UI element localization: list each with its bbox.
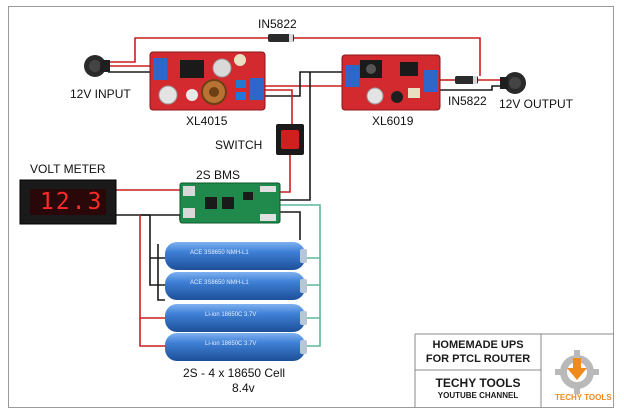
wire-red-bat-left xyxy=(139,215,165,319)
wire-teal-1 xyxy=(280,204,321,259)
diode-right-label: IN5822 xyxy=(448,94,487,108)
wire-red-top xyxy=(108,37,268,63)
wire-black-out xyxy=(440,85,502,91)
voltmeter-label: VOLT METER xyxy=(30,162,106,176)
voltmeter-reading: 12.3 xyxy=(40,189,104,215)
wire-black-bus xyxy=(140,214,181,220)
xl4015-module-icon xyxy=(149,51,266,111)
switch-icon xyxy=(276,124,304,155)
logo-text: TECHY TOOLS xyxy=(555,393,612,402)
xl6019-module-icon xyxy=(341,54,441,111)
wire-teal-3 xyxy=(305,285,321,319)
wire-black-bat-left2 xyxy=(149,258,165,286)
battery-pack xyxy=(165,242,307,361)
battery-cell-1-text: ACE 3S8650 NMH-L1 xyxy=(190,250,249,256)
battery-voltage-label: 8.4v xyxy=(232,381,255,395)
techy-tools-logo-icon xyxy=(555,350,599,394)
battery-cell-4-text: Li-ion 18650C 3.7V xyxy=(205,341,257,347)
bms-board-icon xyxy=(179,182,281,224)
diode-top-icon xyxy=(268,34,294,42)
switch-label: SWITCH xyxy=(215,138,263,152)
input-label: 12V INPUT xyxy=(70,87,131,101)
bms-label: 2S BMS xyxy=(196,168,241,182)
wire-red-switch-bms xyxy=(280,155,291,193)
wires xyxy=(108,37,502,347)
voltmeter-icon xyxy=(19,179,117,225)
battery-cell-3-text: Li-ion 18650C 3.7V xyxy=(205,312,257,318)
wire-black-down xyxy=(280,72,311,201)
wire-red-switch xyxy=(265,89,293,125)
battery-cell-4 xyxy=(165,333,307,361)
battery-cell-3 xyxy=(165,304,307,332)
battery-pack-label: 2S - 4 x 18650 Cell xyxy=(183,366,286,380)
wire-black-mid xyxy=(265,71,342,97)
diode-right-icon xyxy=(455,76,478,84)
wire-teal-2 xyxy=(305,258,321,286)
title-line-1: HOMEMADE UPS xyxy=(432,339,524,351)
diagram-frame xyxy=(8,6,614,408)
title-line-4: YOUTUBE CHANNEL xyxy=(437,391,519,400)
title-block: HOMEMADE UPS FOR PTCL ROUTER TECHY TOOLS… xyxy=(415,334,541,406)
wire-red-bat-left2 xyxy=(139,318,165,347)
input-jack-icon xyxy=(84,55,110,77)
title-block-border xyxy=(414,333,614,408)
diode-top-label: IN5822 xyxy=(258,17,297,31)
title-line-3: TECHY TOOLS xyxy=(435,376,521,390)
battery-cell-1 xyxy=(165,242,307,270)
wire-black-bat-mid xyxy=(157,244,165,301)
battery-cell-2-text: ACE 3S8650 NMH-L1 xyxy=(190,280,249,286)
battery-cell-2 xyxy=(165,272,307,300)
wire-black-bms-bat xyxy=(280,211,301,240)
wire-teal-4 xyxy=(305,318,321,347)
xl4015-label: XL4015 xyxy=(186,114,228,128)
title-line-2: FOR PTCL ROUTER xyxy=(425,353,531,365)
xl6019-label: XL6019 xyxy=(372,114,414,128)
output-jack-icon xyxy=(500,72,526,94)
wire-red-top-right xyxy=(294,37,481,76)
output-label: 12V OUTPUT xyxy=(499,97,574,111)
